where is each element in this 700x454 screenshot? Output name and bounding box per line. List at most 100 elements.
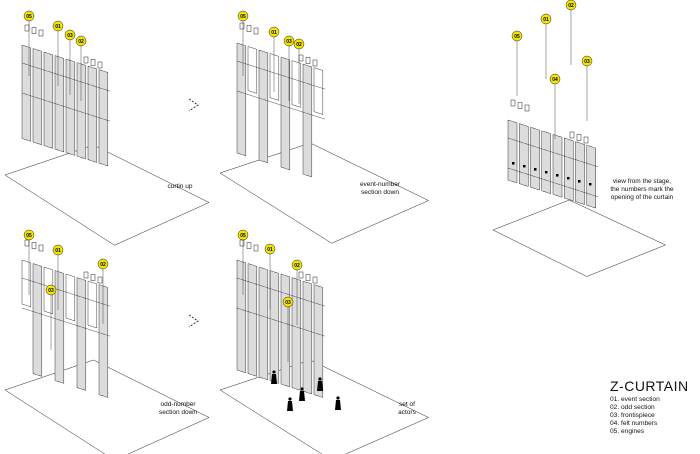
badge-label: 05: [240, 233, 246, 239]
badge-circle: [23, 10, 35, 22]
badge-04: 04: [549, 73, 561, 85]
badge-label: 05: [240, 14, 246, 20]
frame-rail: [21, 307, 111, 337]
actor-figure: [271, 374, 277, 384]
actor-figure: [272, 370, 276, 374]
badge-label: 05: [26, 233, 32, 239]
badge-01: 01: [268, 26, 280, 38]
engine-box: [583, 136, 589, 144]
legend-item: 03. frontispiece: [610, 412, 655, 419]
badge-circle: [23, 229, 35, 241]
legend-item: 02. odd section: [610, 404, 655, 411]
badge-circle: [549, 73, 561, 85]
badge-circle: [52, 244, 64, 256]
curtain-slat: [258, 266, 269, 381]
engine-box: [253, 27, 259, 35]
actor-figure: [317, 381, 323, 391]
curtain-slat: [76, 62, 87, 160]
curtain-slat: [43, 266, 54, 315]
engine-box: [298, 271, 304, 279]
curtain-slat: [65, 58, 76, 156]
panel-p4: 05 01 03 02: [4, 229, 210, 454]
panel-p3: 05 01 02 04 03: [492, 0, 667, 277]
badge-circle: [511, 30, 523, 42]
stage-floor: [219, 142, 430, 244]
badge-label: 02: [100, 262, 106, 268]
actor-figure: [335, 400, 341, 410]
frame-rail: [236, 60, 326, 90]
legend-title: Z-CURTAIN: [610, 378, 689, 394]
engine-box: [83, 271, 89, 279]
badge-01: 01: [540, 13, 552, 25]
badge-label: 04: [552, 77, 558, 83]
curtain-slat: [21, 259, 32, 308]
felt-number-marker: [545, 171, 548, 174]
curtain-slat: [32, 48, 43, 146]
frame-rail: [507, 137, 599, 167]
frame-rail: [236, 90, 326, 120]
legend: Z-CURTAIN 01. event section 02. odd sect…: [610, 378, 698, 436]
badge-label: 02: [296, 42, 302, 48]
step-arrow-icon: [188, 98, 199, 112]
actor-figure: [287, 401, 293, 411]
curtain-slat: [313, 284, 324, 398]
badge-circle: [565, 0, 577, 11]
badge-label: 01: [271, 30, 277, 36]
badge-label: 02: [568, 3, 574, 9]
curtain-slat: [76, 277, 87, 391]
stage-floor: [4, 144, 210, 246]
badge-label: 02: [294, 263, 300, 269]
engine-box: [517, 102, 523, 109]
engine-box: [38, 244, 44, 252]
curtain-slat: [302, 280, 313, 395]
badge-02: 02: [565, 0, 577, 11]
engine-box: [239, 22, 245, 30]
badge-label: 05: [514, 34, 520, 40]
engine-box: [90, 59, 96, 66]
felt-number-marker: [567, 177, 570, 180]
engine-box: [97, 276, 103, 284]
curtain-slat: [54, 55, 65, 153]
legend-item: 04. felt numbers: [610, 420, 658, 427]
frame-rail: [507, 167, 599, 197]
curtain-slat: [247, 263, 258, 377]
badge-label: 01: [55, 248, 61, 254]
caption-event-number-down: event-number section down: [359, 181, 401, 196]
badge-03: 03: [283, 35, 295, 47]
badge-circle: [75, 35, 87, 47]
curtain-slat: [507, 119, 518, 184]
badge-02: 02: [291, 259, 303, 271]
actor-figure: [288, 397, 292, 401]
badge-05: 05: [511, 30, 523, 42]
badge-03: 03: [45, 284, 57, 296]
badge-circle: [237, 10, 249, 22]
curtain-slat: [586, 144, 596, 209]
badge-label: 01: [543, 17, 549, 23]
curtain-slat: [87, 280, 98, 329]
badge-01: 01: [52, 244, 64, 256]
curtain-slat: [564, 137, 574, 202]
curtain-slat: [98, 69, 109, 167]
badge-02: 02: [97, 258, 109, 270]
curtain-slat: [65, 273, 76, 322]
curtain-slat: [21, 44, 32, 142]
badge-05: 05: [23, 229, 35, 241]
badge-label: 05: [26, 14, 32, 20]
badge-03: 03: [581, 55, 593, 67]
felt-number-marker: [556, 174, 559, 177]
curtain-slat: [258, 49, 269, 164]
felt-number-marker: [523, 165, 526, 168]
curtain-slat: [541, 130, 551, 194]
badge-circle: [45, 284, 57, 296]
engine-box: [510, 99, 516, 107]
badge-label: 03: [286, 39, 292, 45]
frame-rail: [21, 92, 111, 122]
step-arrow-icon: [188, 314, 199, 328]
badge-circle: [283, 35, 295, 47]
engine-box: [524, 104, 530, 112]
engine-box: [24, 24, 30, 32]
badge-circle: [282, 296, 294, 308]
actor-figure: [300, 387, 304, 391]
